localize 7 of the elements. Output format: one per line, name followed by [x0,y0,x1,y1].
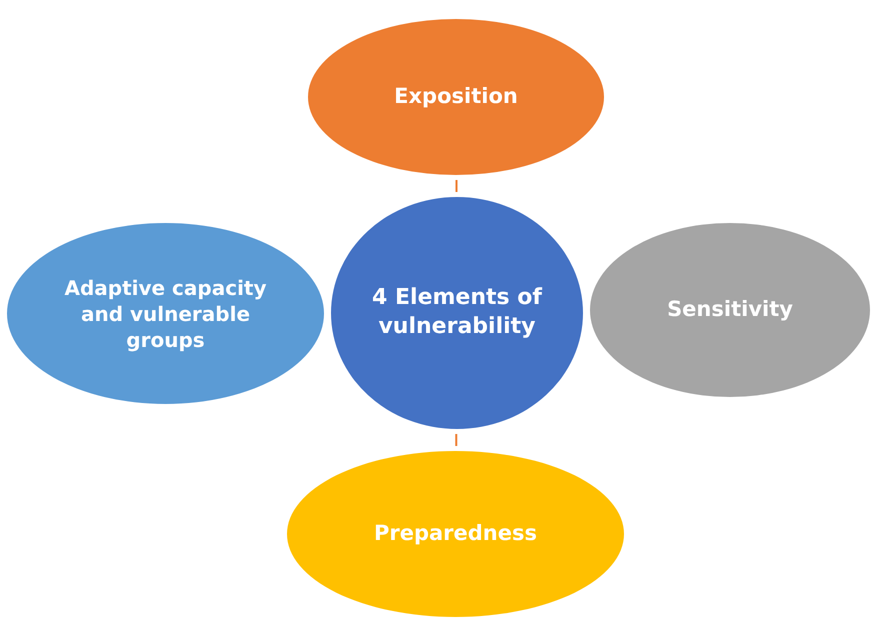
node-label: Sensitivity [667,296,793,324]
node-label: Adaptive capacity and vulnerable groups [63,274,268,352]
connector-line [456,180,458,192]
node-label: Exposition [394,83,518,110]
node-label: 4 Elements of vulnerability [371,284,544,341]
connector-line [455,434,458,446]
node-label: Preparedness [374,520,538,548]
